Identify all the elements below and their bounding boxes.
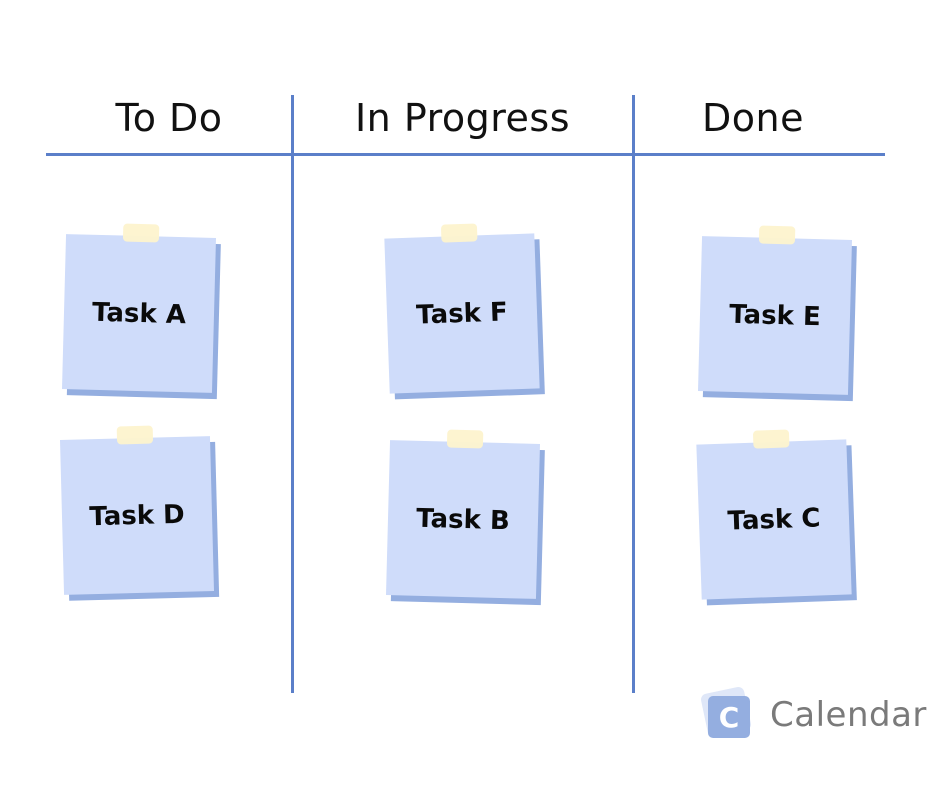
column-title-done: Done [702, 96, 804, 140]
task-card[interactable]: Task D [59, 425, 220, 601]
column-title-in-progress: In Progress [354, 96, 571, 140]
task-card[interactable]: Task B [385, 429, 545, 606]
task-label: Task E [728, 299, 822, 332]
column-title-todo: To Do [115, 96, 223, 140]
task-label: Task C [727, 502, 821, 537]
calendar-logo: C Calendar [699, 685, 927, 740]
tape-icon [752, 429, 790, 449]
task-label: Task A [91, 297, 187, 330]
tape-icon [446, 429, 484, 449]
task-label: Task B [415, 503, 511, 536]
calendar-logo-icon: C [699, 685, 754, 740]
task-card[interactable]: Task C [696, 429, 857, 606]
task-card[interactable]: Task A [61, 223, 221, 400]
task-card[interactable]: Task F [384, 223, 545, 400]
task-card[interactable]: Task E [697, 225, 857, 402]
tape-icon [122, 223, 160, 243]
logo-wordmark: Calendar [770, 695, 927, 735]
tape-icon [116, 425, 154, 445]
column-divider-2 [632, 95, 635, 693]
task-label: Task D [88, 499, 186, 532]
tape-icon [440, 223, 478, 243]
task-label: Task F [415, 296, 509, 331]
tape-icon [758, 225, 796, 245]
header-divider [46, 153, 885, 156]
column-divider-1 [291, 95, 294, 693]
